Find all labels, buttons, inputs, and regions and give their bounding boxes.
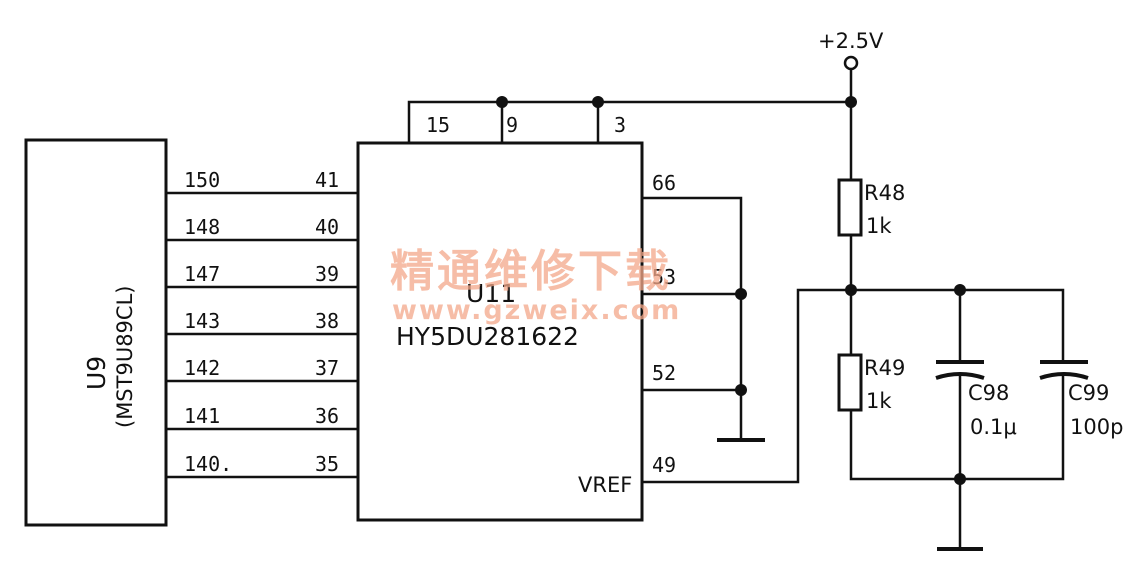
u11-pin-label: 39	[315, 262, 339, 286]
u11-pin-label: 38	[315, 309, 339, 333]
vref-pin-label: VREF	[578, 473, 632, 497]
u9-pin-label: 147	[184, 262, 220, 286]
u11-pin-label: 36	[315, 404, 339, 428]
u11-top-pin-label: 9	[506, 113, 518, 137]
watermark-text: 精通维修下载	[390, 246, 672, 297]
u9-pin-label: 150	[184, 168, 220, 192]
r48-ref-label: R48	[864, 181, 905, 205]
junction-dot	[496, 96, 508, 108]
r49-ref-label: R49	[864, 356, 905, 380]
u11-pin-label: 41	[315, 168, 339, 192]
u9-pin-label: 148	[184, 215, 220, 239]
r49-resistor	[837, 353, 863, 412]
c98-value-label: 0.1μ	[970, 415, 1017, 439]
junction-dot	[735, 384, 747, 396]
u11-right-pin-label: 66	[652, 171, 676, 195]
c99-value-label: 100p	[1070, 415, 1123, 439]
u11-pin-label: 35	[315, 452, 339, 476]
r49-value-label: 1k	[866, 389, 892, 413]
u9-pin-label: 140.	[184, 452, 232, 476]
junction-dot	[845, 96, 857, 108]
supply-terminal	[843, 55, 859, 71]
r48-resistor	[837, 178, 863, 237]
r48-value-label: 1k	[866, 214, 892, 238]
u11-ref-label: U11	[466, 279, 516, 308]
u11-right-pin-label: 53	[652, 265, 676, 289]
c98-ref-label: C98	[968, 381, 1009, 405]
u11-part-label: HY5DU281622	[396, 322, 579, 351]
c99-ref-label: C99	[1068, 381, 1109, 405]
vdd-rail-wire	[407, 100, 851, 143]
watermark-url: www.gzweix.com	[392, 295, 681, 326]
u11-chip-body	[356, 141, 644, 522]
u9-pin-label: 142	[184, 356, 220, 380]
u9-pin-label: 141	[184, 404, 220, 428]
u9-part-label: (MST9U89CL)	[113, 286, 137, 428]
c99-plate-bottom	[1039, 372, 1089, 380]
u9-pin-label: 143	[184, 309, 220, 333]
u11-top-pin-label: 15	[426, 113, 450, 137]
vref-node-wire	[642, 288, 1065, 484]
u11-pin-label: 40	[315, 215, 339, 239]
u11-right-pin-label: 52	[652, 361, 676, 385]
u11-pin-label: 37	[315, 356, 339, 380]
u11-top-pin-label: 3	[614, 113, 626, 137]
supply-label: +2.5V	[818, 29, 884, 53]
junction-dot	[592, 96, 604, 108]
u9-ref-label: U9	[82, 356, 111, 390]
u11-right-pin-label: 49	[652, 453, 676, 477]
junction-dot	[954, 473, 966, 485]
ground-tie-wire	[642, 196, 743, 440]
junction-dot	[735, 288, 747, 300]
u9-chip-body	[24, 138, 168, 527]
bus-wires	[166, 191, 358, 479]
